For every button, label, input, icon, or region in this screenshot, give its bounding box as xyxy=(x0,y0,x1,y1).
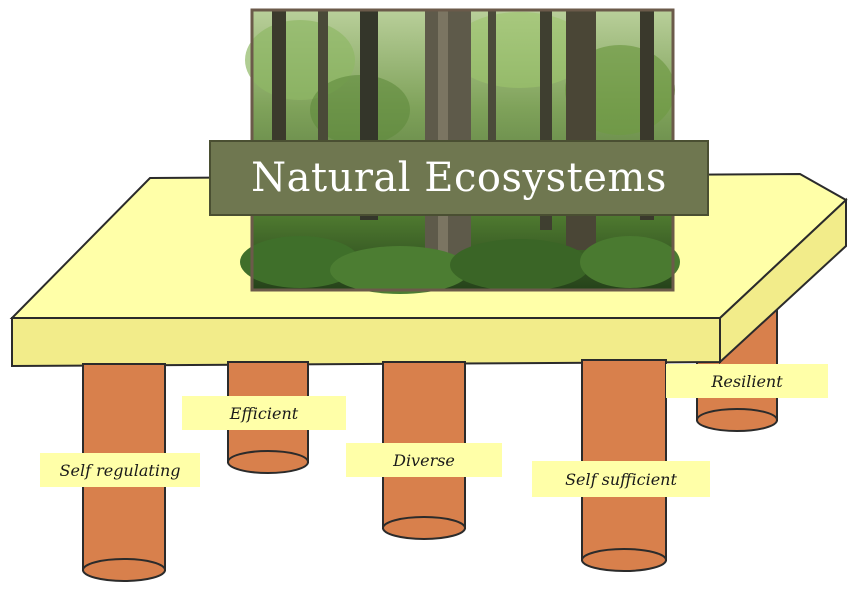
title-banner: Natural Ecosystems xyxy=(209,140,709,216)
label-self-regulating: Self regulating xyxy=(40,453,200,487)
label-diverse: Diverse xyxy=(346,443,502,477)
pillar-self-sufficient xyxy=(581,359,667,572)
label-efficient: Efficient xyxy=(182,396,346,430)
diagram-title: Natural Ecosystems xyxy=(251,155,667,201)
label-resilient: Resilient xyxy=(666,364,828,398)
label-self-sufficient: Self sufficient xyxy=(532,461,710,497)
